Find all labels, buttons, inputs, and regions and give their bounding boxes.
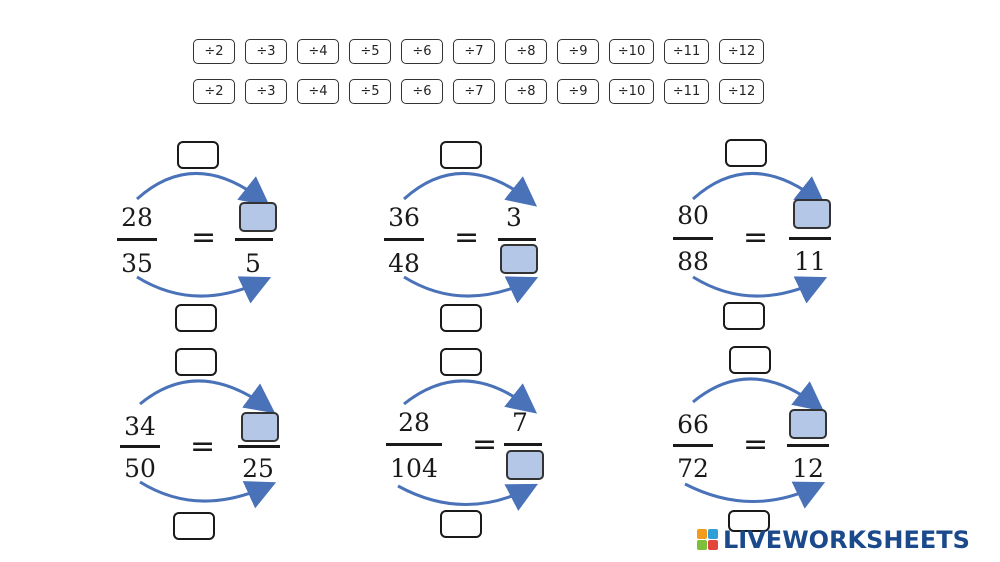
divide-chip[interactable]: ÷12 (719, 79, 764, 104)
arrow-icons (139, 379, 277, 509)
divide-chip[interactable]: ÷5 (349, 39, 391, 64)
fraction-bar (504, 443, 542, 446)
arrow-icons (135, 172, 272, 304)
fraction-bar (386, 443, 442, 446)
arrow-icons (684, 377, 826, 509)
divide-chip[interactable]: ÷9 (557, 79, 599, 104)
divide-chip[interactable]: ÷6 (401, 79, 443, 104)
divide-chip[interactable]: ÷3 (245, 39, 287, 64)
right-numerator: 7 (512, 408, 528, 437)
left-denominator: 35 (121, 249, 153, 278)
left-denominator: 104 (390, 454, 438, 483)
divisor-answer-box-top[interactable] (440, 348, 482, 376)
equals-sign: = (190, 429, 216, 464)
equation-6: 66 72 = 12 (671, 346, 851, 536)
fraction-bar (673, 444, 713, 447)
divisor-answer-box-top[interactable] (177, 141, 219, 169)
divide-chip[interactable]: ÷4 (297, 39, 339, 64)
equals-sign: = (743, 220, 769, 255)
equals-sign: = (472, 427, 498, 462)
equation-2: 36 48 = 3 (382, 137, 562, 332)
missing-numerator-drop-box[interactable] (239, 202, 277, 232)
arrow-icons (691, 172, 828, 304)
divide-chip[interactable]: ÷2 (193, 39, 235, 64)
right-denominator: 12 (792, 454, 824, 483)
divide-chip[interactable]: ÷6 (401, 39, 443, 64)
missing-numerator-drop-box[interactable] (789, 409, 827, 439)
divide-chip[interactable]: ÷8 (505, 39, 547, 64)
equation-4: 34 50 = 25 (118, 346, 298, 540)
equals-sign: = (743, 427, 769, 462)
divisor-answer-box-top[interactable] (440, 141, 482, 169)
logo-mark-icon (697, 527, 719, 553)
divide-chip[interactable]: ÷2 (193, 79, 235, 104)
fraction-bar (238, 445, 280, 448)
right-denominator: 5 (245, 249, 261, 278)
liveworksheets-logo: LIVEWORKSHEETS (697, 526, 970, 554)
fraction-bar (787, 444, 829, 447)
divisor-answer-box-bottom[interactable] (728, 510, 770, 532)
divide-chip[interactable]: ÷12 (719, 39, 764, 64)
fraction-bar (789, 237, 831, 240)
divisor-answer-box-bottom[interactable] (723, 302, 765, 330)
left-numerator: 36 (388, 203, 420, 232)
missing-numerator-drop-box[interactable] (793, 199, 831, 229)
equation-1: 28 35 = 5 (115, 137, 295, 332)
fraction-bar (120, 445, 160, 448)
left-denominator: 50 (124, 454, 156, 483)
divide-chip[interactable]: ÷11 (664, 39, 709, 64)
missing-denominator-drop-box[interactable] (506, 450, 544, 480)
divisor-answer-box-top[interactable] (725, 139, 767, 167)
divisor-answer-box-bottom[interactable] (173, 512, 215, 540)
missing-denominator-drop-box[interactable] (500, 244, 538, 274)
fraction-bar (498, 238, 536, 241)
left-numerator: 28 (398, 408, 430, 437)
arrow-icons (397, 379, 539, 511)
fraction-bar (384, 238, 424, 241)
left-denominator: 88 (677, 247, 709, 276)
divisor-answer-box-bottom[interactable] (440, 510, 482, 538)
right-denominator: 11 (794, 247, 826, 276)
left-numerator: 80 (677, 201, 709, 230)
divide-chip[interactable]: ÷7 (453, 79, 495, 104)
divide-chip[interactable]: ÷7 (453, 39, 495, 64)
left-numerator: 66 (677, 410, 709, 439)
divisor-answer-box-bottom[interactable] (175, 304, 217, 332)
divisor-answer-box-top[interactable] (175, 348, 217, 376)
divisor-answer-box-bottom[interactable] (440, 304, 482, 332)
left-denominator: 72 (677, 454, 709, 483)
left-denominator: 48 (388, 249, 420, 278)
left-numerator: 28 (121, 203, 153, 232)
fraction-bar (235, 238, 273, 241)
divide-chip[interactable]: ÷10 (609, 39, 654, 64)
equation-5: 28 104 = 7 (384, 346, 564, 538)
divide-chip[interactable]: ÷10 (609, 79, 654, 104)
missing-numerator-drop-box[interactable] (241, 412, 279, 442)
equals-sign: = (454, 220, 480, 255)
divide-chip[interactable]: ÷3 (245, 79, 287, 104)
divide-chip[interactable]: ÷9 (557, 39, 599, 64)
fraction-bar (673, 237, 713, 240)
divide-chip[interactable]: ÷4 (297, 79, 339, 104)
equals-sign: = (191, 220, 217, 255)
right-denominator: 25 (242, 454, 274, 483)
divide-chip[interactable]: ÷8 (505, 79, 547, 104)
divisor-answer-box-top[interactable] (729, 346, 771, 374)
left-numerator: 34 (124, 412, 156, 441)
arrow-icons (402, 172, 539, 304)
divide-chip[interactable]: ÷11 (664, 79, 709, 104)
logo-text: LIVEWORKSHEETS (723, 526, 970, 554)
equation-3: 80 88 = 11 (671, 137, 851, 330)
operator-chip-row-1: ÷2 ÷3 ÷4 ÷5 ÷6 ÷7 ÷8 ÷9 ÷10 ÷11 ÷12 (193, 39, 764, 64)
right-numerator: 3 (506, 203, 522, 232)
fraction-bar (117, 238, 157, 241)
operator-chip-row-2: ÷2 ÷3 ÷4 ÷5 ÷6 ÷7 ÷8 ÷9 ÷10 ÷11 ÷12 (193, 79, 764, 104)
divide-chip[interactable]: ÷5 (349, 79, 391, 104)
